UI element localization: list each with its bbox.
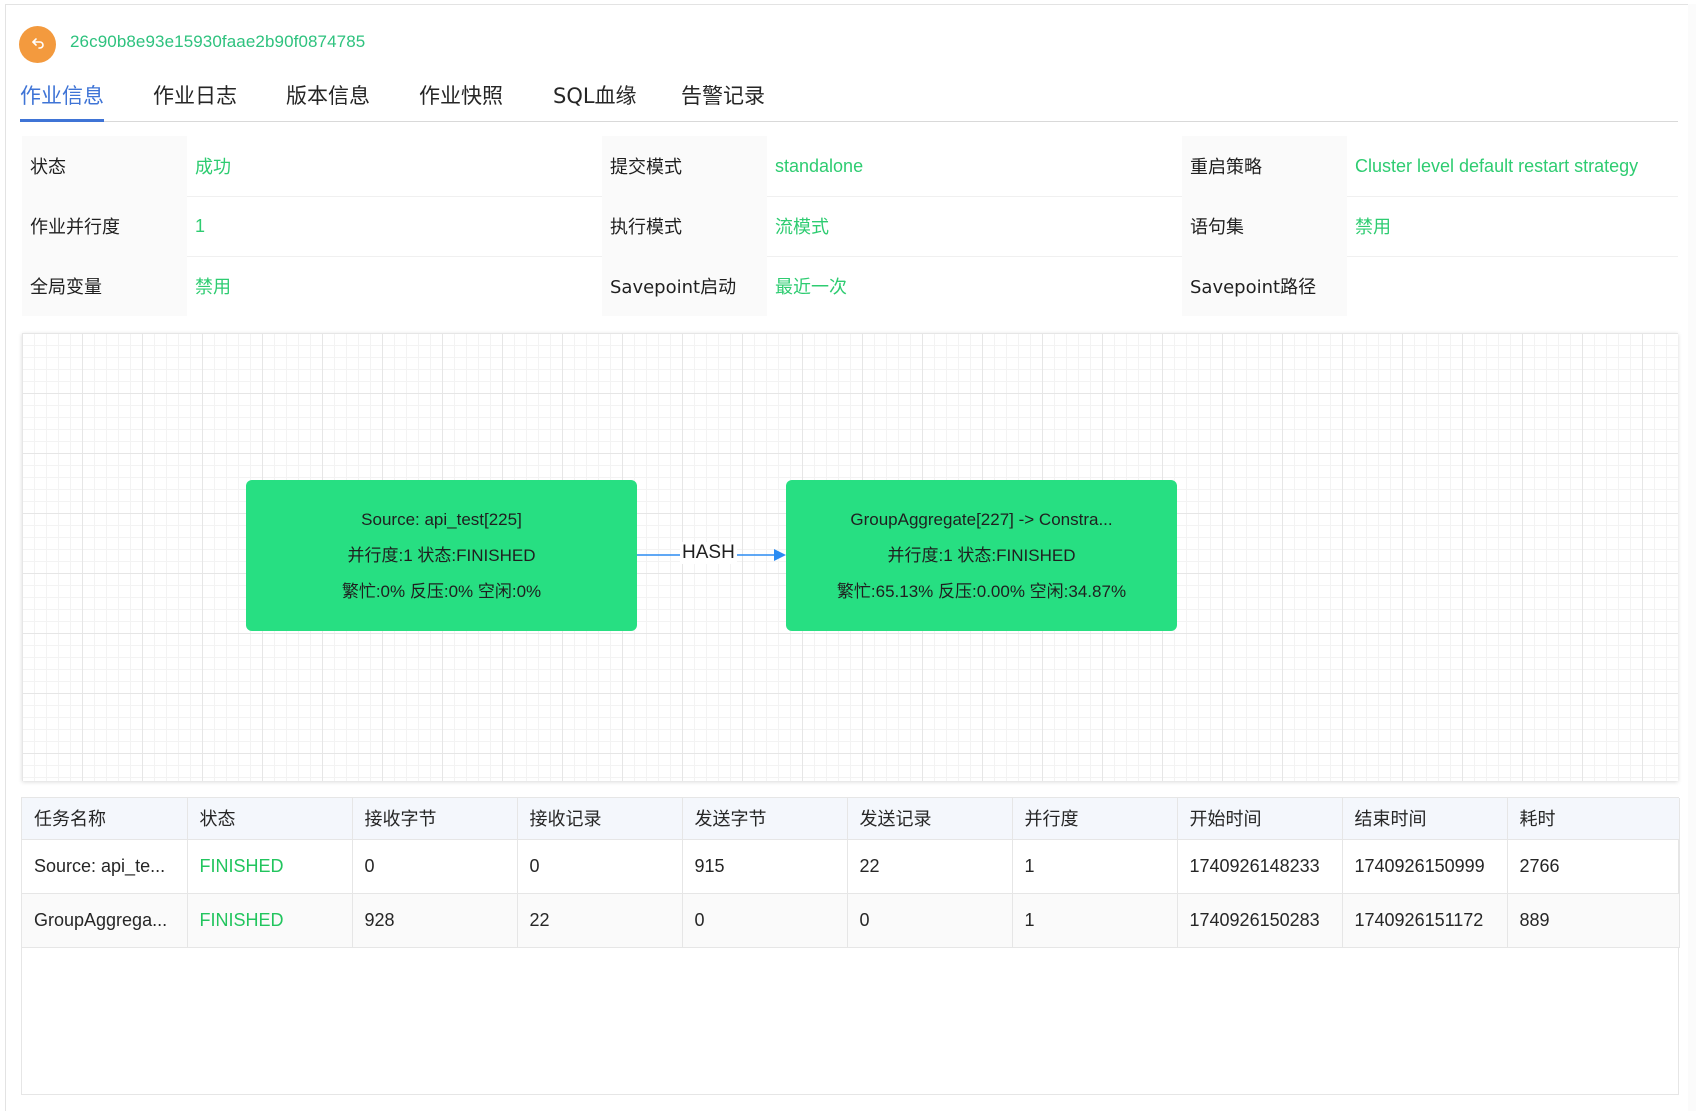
cell-duration: 2766 (1507, 839, 1680, 894)
label-parallelism: 作业并行度 (22, 196, 187, 256)
table-header-row: 任务名称 状态 接收字节 接收记录 发送字节 发送记录 并行度 开始时间 结束时… (22, 798, 1680, 840)
value-savepoint-start: 最近一次 (775, 277, 847, 298)
cell-parallelism: 1 (1012, 893, 1178, 948)
cell-duration: 889 (1507, 893, 1680, 948)
cell-records-sent: 0 (847, 893, 1013, 948)
value-exec-mode: 流模式 (775, 217, 829, 238)
value-statement-set: 禁用 (1355, 217, 1391, 238)
cell-status: FINISHED (187, 893, 353, 948)
col-header-records-received[interactable]: 接收记录 (517, 798, 683, 840)
value-restart-strategy: Cluster level default restart strategy (1355, 155, 1639, 176)
cell-task-name: Source: api_te... (22, 839, 188, 894)
cell-end-time: 1740926151172 (1342, 893, 1508, 948)
label-global-vars: 全局变量 (22, 256, 187, 316)
graph-node-source[interactable]: Source: api_test[225] 并行度:1 状态:FINISHED … (246, 480, 637, 631)
node-metrics: 繁忙:0% 反压:0% 空闲:0% (341, 581, 542, 601)
tab-alert-records[interactable]: 告警记录 (681, 84, 765, 108)
col-header-task-name[interactable]: 任务名称 (22, 798, 188, 840)
tab-job-log[interactable]: 作业日志 (153, 84, 237, 108)
vertices-table: 任务名称 状态 接收字节 接收记录 发送字节 发送记录 并行度 开始时间 结束时… (21, 797, 1680, 1095)
label-savepoint-start: Savepoint启动 (602, 256, 767, 316)
active-tab-indicator (20, 119, 104, 122)
table-row[interactable]: GroupAggrega... FINISHED 928 22 0 0 1 17… (22, 893, 1680, 948)
divider (22, 256, 1678, 257)
label-submit-mode: 提交模式 (602, 136, 767, 196)
col-header-bytes-sent[interactable]: 发送字节 (682, 798, 848, 840)
cell-end-time: 1740926150999 (1342, 839, 1508, 894)
back-button[interactable] (19, 26, 56, 63)
label-exec-mode: 执行模式 (602, 196, 767, 256)
cell-start-time: 1740926148233 (1177, 839, 1343, 894)
tab-job-info[interactable]: 作业信息 (20, 84, 104, 108)
graph-node-aggregate[interactable]: GroupAggregate[227] -> Constra... 并行度:1 … (786, 480, 1177, 631)
tab-version-info[interactable]: 版本信息 (286, 84, 370, 108)
label-status: 状态 (22, 136, 187, 196)
tab-bar: 作业信息 作业日志 版本信息 作业快照 SQL血缘 告警记录 (20, 72, 1678, 122)
label-savepoint-path: Savepoint路径 (1182, 256, 1347, 316)
cell-records-sent: 22 (847, 839, 1013, 894)
value-savepoint-path (1347, 256, 1678, 316)
tab-job-snapshot[interactable]: 作业快照 (419, 84, 503, 108)
cell-bytes-sent: 0 (682, 893, 848, 948)
cell-bytes-received: 928 (352, 893, 518, 948)
col-header-records-sent[interactable]: 发送记录 (847, 798, 1013, 840)
cell-bytes-sent: 915 (682, 839, 848, 894)
node-parallelism-status: 并行度:1 状态:FINISHED (347, 545, 536, 565)
scrollbar[interactable] (1688, 4, 1696, 1111)
value-status: 成功 (195, 157, 231, 178)
back-arrow-icon (30, 35, 46, 54)
cell-parallelism: 1 (1012, 839, 1178, 894)
job-info-descriptions: 状态 成功 提交模式 standalone 重启策略 Cluster level… (22, 136, 1678, 316)
page-frame (5, 4, 1696, 1111)
col-header-parallelism[interactable]: 并行度 (1012, 798, 1178, 840)
cell-status: FINISHED (187, 839, 353, 894)
value-parallelism: 1 (195, 215, 206, 236)
col-header-bytes-received[interactable]: 接收字节 (352, 798, 518, 840)
col-header-duration[interactable]: 耗时 (1507, 798, 1680, 840)
node-title: Source: api_test[225] (361, 509, 522, 529)
job-id: 26c90b8e93e15930faae2b90f0874785 (70, 32, 366, 51)
value-submit-mode: standalone (775, 155, 864, 176)
col-header-start-time[interactable]: 开始时间 (1177, 798, 1343, 840)
col-header-end-time[interactable]: 结束时间 (1342, 798, 1508, 840)
divider (22, 196, 1678, 197)
cell-bytes-received: 0 (352, 839, 518, 894)
cell-task-name: GroupAggrega... (22, 893, 188, 948)
node-metrics: 繁忙:65.13% 反压:0.00% 空闲:34.87% (836, 581, 1127, 601)
node-title: GroupAggregate[227] -> Constra... (850, 509, 1113, 529)
cell-records-received: 0 (517, 839, 683, 894)
tab-sql-lineage[interactable]: SQL血缘 (553, 84, 637, 108)
cell-start-time: 1740926150283 (1177, 893, 1343, 948)
col-header-status[interactable]: 状态 (187, 798, 353, 840)
value-global-vars: 禁用 (195, 277, 231, 298)
edge-label: HASH (680, 542, 737, 564)
label-restart-strategy: 重启策略 (1182, 136, 1347, 196)
node-parallelism-status: 并行度:1 状态:FINISHED (887, 545, 1076, 565)
cell-records-received: 22 (517, 893, 683, 948)
table-row[interactable]: Source: api_te... FINISHED 0 0 915 22 1 … (22, 839, 1680, 894)
label-statement-set: 语句集 (1182, 196, 1347, 256)
job-graph-canvas[interactable]: HASH Source: api_test[225] 并行度:1 状态:FINI… (22, 333, 1678, 781)
